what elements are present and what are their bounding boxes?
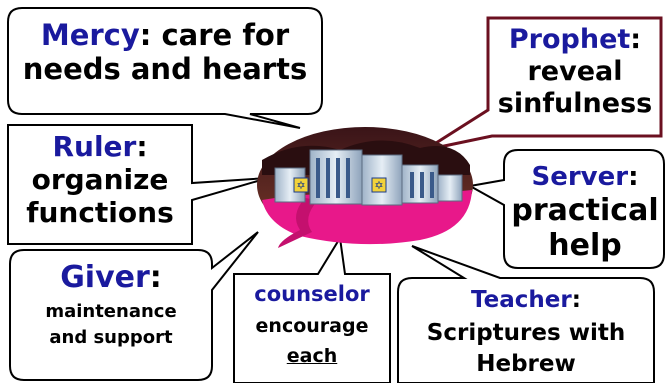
giver-line2: maintenance [45, 301, 177, 323]
church-buildings-icon: ✡ ✡ [257, 127, 473, 248]
prophet-line3: sinfulness [497, 87, 653, 119]
mercy-line2: needs and hearts [22, 52, 308, 87]
ruler-bubble [7, 124, 269, 245]
giver-role: Giver [60, 260, 150, 295]
prophet-line2: reveal [527, 55, 623, 87]
prophet-text: Prophet: reveal sinfulness [490, 24, 660, 120]
prophet-sep: : [630, 24, 642, 55]
counselor-line2: encourage [255, 314, 369, 337]
giver-sep: : [149, 260, 162, 295]
server-role: Server [531, 162, 629, 192]
server-bubble [467, 149, 665, 269]
counselor-text: counselor encourage each [234, 282, 390, 368]
ruler-sep: : [136, 130, 148, 163]
teacher-line3: Hebrew [476, 351, 576, 378]
mercy-bubble [7, 7, 323, 129]
prophet-role: Prophet [508, 24, 631, 55]
mercy-text: Mercy: care for needs and hearts [20, 18, 310, 86]
ruler-text: Ruler: organize functions [10, 130, 190, 229]
mercy-role: Mercy [40, 18, 140, 52]
server-text: Server: practical help [506, 162, 664, 263]
teacher-sep: : [571, 287, 581, 313]
teacher-bubble [397, 245, 655, 383]
teacher-line2: Scriptures with [426, 320, 626, 347]
giver-line3: and support [49, 326, 173, 348]
ruler-line2: organize [31, 163, 169, 197]
teacher-role: Teacher [471, 287, 572, 313]
ruler-role: Ruler [52, 130, 137, 163]
server-sep: : [628, 162, 639, 192]
counselor-line3: each [286, 345, 338, 368]
server-line3: help [548, 228, 622, 264]
giver-bubble [9, 231, 259, 381]
svg-text:✡: ✡ [374, 179, 383, 192]
svg-text:✡: ✡ [296, 179, 305, 192]
mercy-line1: care for [151, 18, 290, 52]
counselor-bubble [233, 235, 391, 383]
prophet-bubble [424, 16, 663, 152]
counselor-role: counselor [254, 282, 370, 306]
ruler-line3: functions [26, 196, 174, 230]
mercy-sep: : [139, 18, 152, 52]
server-line2: practical [511, 192, 659, 228]
teacher-text: Teacher: Scriptures with Hebrew [400, 287, 652, 378]
giver-text: Giver: maintenance and support [12, 260, 210, 348]
